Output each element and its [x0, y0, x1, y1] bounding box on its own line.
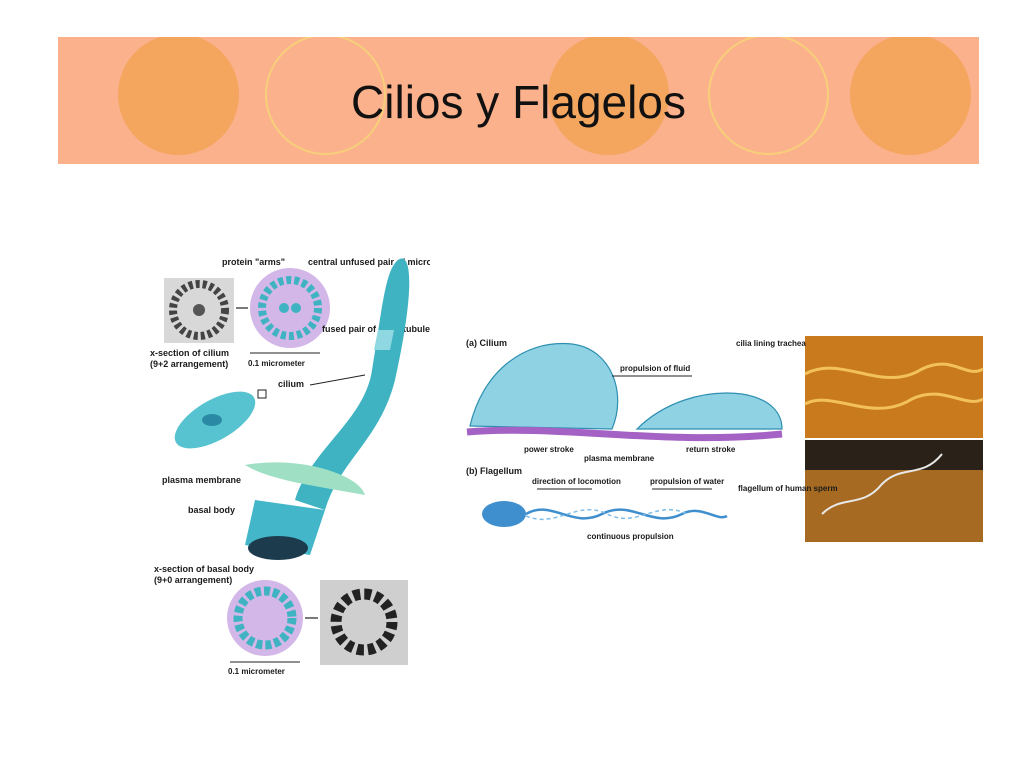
label-return-stroke: return stroke	[686, 445, 736, 454]
label-central-pair: central unfused pair of microtubules	[308, 257, 430, 267]
zoom-box	[257, 389, 267, 399]
label-cilium: cilium	[278, 379, 304, 389]
label-xsection-basal: x-section of basal body	[154, 564, 254, 574]
label-protein-arms: protein "arms"	[222, 257, 285, 267]
microtubule-triplets	[233, 586, 297, 650]
label-cilia-lining: cilia lining trachea	[736, 339, 806, 348]
micrograph-center	[193, 304, 205, 316]
label-flagellum-sperm: flagellum of human sperm	[738, 484, 838, 493]
cilium-structure-diagram: protein "arms" central unfused pair of m…	[150, 257, 430, 676]
central-microtubule	[291, 303, 301, 313]
label-a-cilium: (a) Cilium	[466, 338, 507, 348]
pointer-line	[309, 374, 366, 386]
label-b-flagellum: (b) Flagellum	[466, 466, 522, 476]
label-basal-body: basal body	[188, 505, 235, 515]
plasma-membrane	[245, 462, 365, 495]
label-direction-locomotion: direction of locomotion	[532, 477, 621, 486]
cilia-texture	[804, 362, 984, 379]
decorative-circle	[265, 37, 386, 155]
micrograph-ring	[169, 280, 229, 340]
label-plasma-membrane-right: plasma membrane	[584, 454, 655, 463]
label-propulsion-water: propulsion of water	[650, 477, 724, 486]
decorative-circle	[850, 37, 971, 155]
label-basal-arrangement: (9+0 arrangement)	[154, 575, 232, 585]
label-fused-pair: fused pair of microtubules	[322, 324, 430, 334]
microtubule-doublets	[258, 276, 322, 340]
decorative-circle	[548, 37, 669, 155]
sperm-tail-micrograph	[821, 453, 943, 515]
cilia-flagella-motion-diagram: (a) Cilium propulsion of fluid power str…	[466, 336, 984, 542]
flagellum-tail	[525, 508, 728, 520]
label-propulsion-fluid: propulsion of fluid	[620, 364, 690, 373]
label-scale-bottom: 0.1 micrometer	[228, 667, 285, 676]
cilium-shaft	[295, 258, 410, 510]
label-power-stroke: power stroke	[524, 445, 574, 454]
label-plasma-membrane: plasma membrane	[162, 475, 241, 485]
cilium-cutaway	[374, 330, 394, 350]
cilia-texture	[804, 392, 984, 410]
basal-body-end	[248, 536, 308, 560]
decorative-circle	[708, 37, 829, 155]
micrograph-shadow	[805, 440, 983, 470]
label-xsection-cilium: x-section of cilium	[150, 348, 229, 358]
micrograph-ring	[330, 588, 398, 656]
label-continuous-propulsion: continuous propulsion	[587, 532, 674, 541]
cilium-power-stroke	[469, 342, 619, 430]
decorative-circle	[118, 37, 239, 155]
sperm-head	[482, 501, 526, 527]
membrane-line	[466, 426, 783, 442]
label-cilium-arrangement: (9+2 arrangement)	[150, 359, 228, 369]
slide-title: Cilios y Flagelos	[351, 76, 686, 128]
title-banner: Cilios y Flagelos	[58, 37, 979, 164]
cell-nucleus	[202, 414, 222, 426]
central-microtubule	[279, 303, 289, 313]
label-scale-top: 0.1 micrometer	[248, 359, 305, 368]
cilium-return-stroke	[635, 392, 783, 430]
trachea-micrograph	[805, 336, 983, 438]
